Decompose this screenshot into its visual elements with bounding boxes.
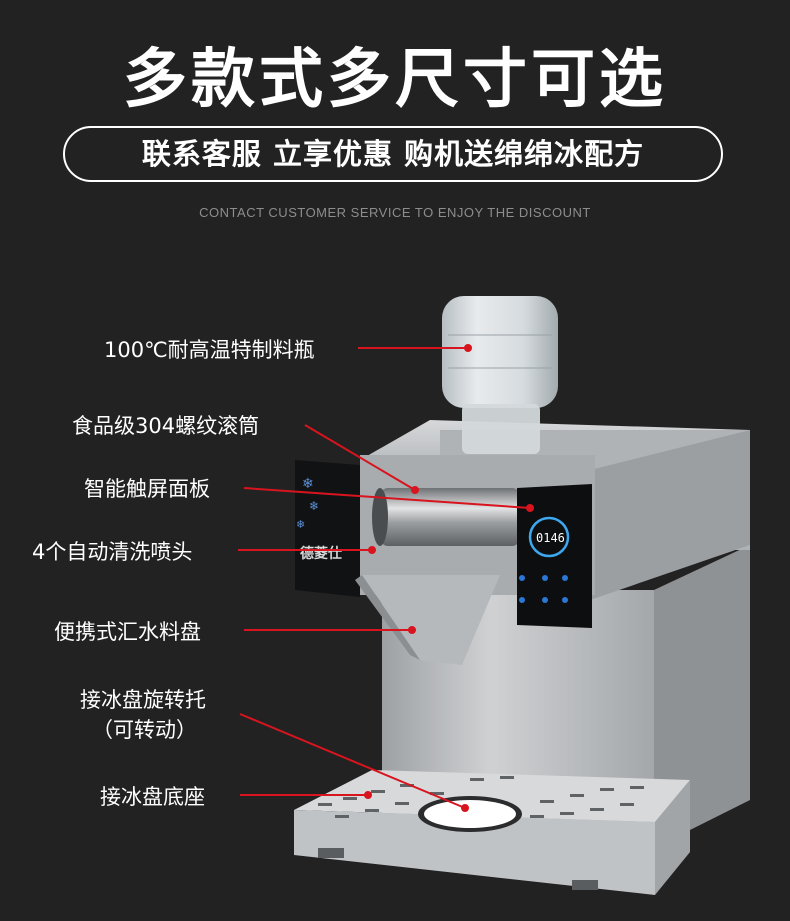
drip-tray-front: [294, 810, 655, 895]
lower-body-side: [654, 545, 750, 848]
top-housing-side: [590, 430, 750, 600]
english-subtitle: CONTACT CUSTOMER SERVICE TO ENJOY THE DI…: [199, 205, 591, 220]
collection-hopper: [362, 575, 500, 665]
callout-bottle: 100℃耐高温特制料瓶: [104, 338, 315, 362]
snowflake-icon: ❄: [296, 518, 305, 531]
snow-button-icon: [542, 575, 548, 581]
page-title: 多款式多尺寸可选: [123, 43, 667, 117]
callout-dot: [461, 804, 469, 812]
settings-button-icon: [562, 597, 568, 603]
callout-dot: [364, 791, 372, 799]
callout-turntable-note: （可转动）: [92, 718, 197, 742]
snowflake-icon: ❄: [309, 499, 319, 513]
callout-turntable: 接冰盘旋转托: [80, 688, 206, 712]
power-button-icon: [519, 575, 525, 581]
display-ring: [528, 516, 570, 558]
promo-banner: 联系客服 立享优惠 购机送绵绵冰配方: [63, 126, 723, 182]
snowflake-icon: ❄: [302, 476, 314, 492]
turntable-plate: [424, 800, 516, 828]
callout-tray: 便携式汇水料盘: [54, 620, 201, 644]
callout-dot: [408, 626, 416, 634]
callout-dot: [526, 504, 534, 512]
callout-dot: [411, 486, 419, 494]
light-button-icon: [562, 575, 568, 581]
brand-logo: 德菱仕: [300, 545, 342, 562]
ingredient-bottle: [442, 296, 558, 408]
drum: [380, 488, 520, 546]
callout-dot: [464, 344, 472, 352]
digital-display: 0146: [536, 531, 565, 545]
callout-drum: 食品级304螺纹滚筒: [72, 414, 260, 438]
callout-panel: 智能触屏面板: [84, 477, 210, 501]
callout-base: 接冰盘底座: [100, 785, 205, 809]
callout-nozzle: 4个自动清洗喷头: [32, 540, 193, 564]
down-button-icon: [519, 597, 525, 603]
timer-button-icon: [542, 597, 548, 603]
callout-dot: [368, 546, 376, 554]
